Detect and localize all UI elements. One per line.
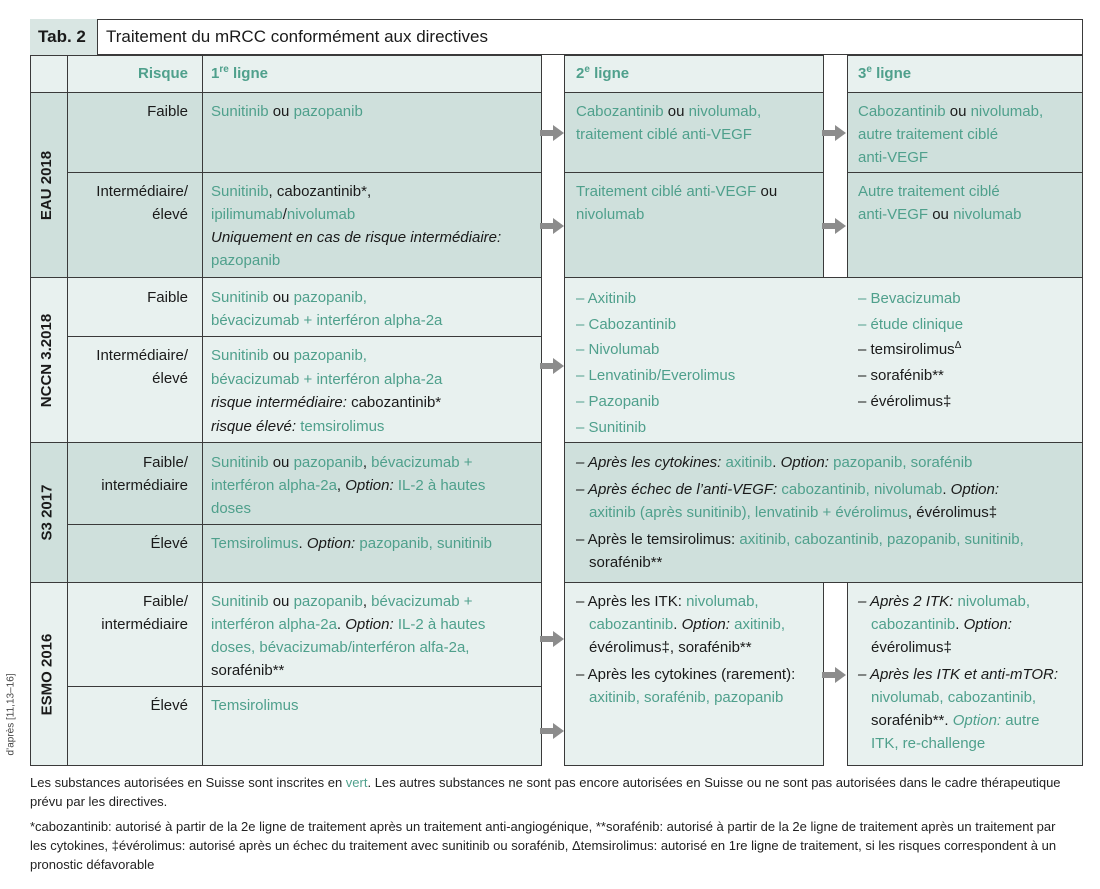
arrow-right-icon bbox=[540, 218, 564, 234]
esmo-line3-box bbox=[847, 582, 1083, 766]
group-eau-2018: EAU 2018 bbox=[38, 150, 56, 220]
arrow-right-icon bbox=[822, 667, 846, 683]
esmo-line2: – Après les ITK: nivolumab, cabozantinib… bbox=[576, 593, 796, 706]
esmo-eleve-line1: Temsirolimus bbox=[211, 697, 299, 714]
arrow-right-icon bbox=[540, 631, 564, 647]
risk-faible-nccn: Faible bbox=[147, 289, 188, 306]
arrow-right-icon bbox=[540, 125, 564, 141]
risk-eleve-esmo: Élevé bbox=[150, 697, 188, 714]
header-risk: Risque bbox=[138, 65, 189, 82]
risk-faible-intermediaire-s3: Faible/intermédiaire bbox=[101, 454, 188, 494]
eau-faible-line1: Sunitinib ou pazopanib bbox=[211, 103, 363, 120]
source-credit: d’après [11,13–16] bbox=[5, 672, 17, 756]
eau-left-box bbox=[30, 92, 542, 278]
s3-right-box bbox=[564, 442, 1083, 583]
group-esmo-2016: ESMO 2016 bbox=[38, 633, 56, 715]
eau-inter-line1: Sunitinib, cabozantinib*, ipilimumab/niv… bbox=[211, 183, 502, 269]
header-line1: 1re ligne bbox=[211, 64, 268, 83]
table-number: Tab. 2 bbox=[30, 19, 98, 55]
eau-line2-top bbox=[564, 92, 824, 173]
nccn-right-box bbox=[564, 277, 1083, 443]
table-title: Traitement du mRCC conformément aux dire… bbox=[106, 27, 489, 46]
table-title-bar bbox=[30, 19, 1083, 55]
group-s3-2017: S3 2017 bbox=[38, 484, 56, 541]
nccn-faible-line1: Sunitinib ou pazopanib, bévacizumab + in… bbox=[211, 289, 443, 329]
risk-intermediaire-eleve: Intermédiaire/élevé bbox=[96, 183, 188, 223]
nccn-line3-list: – Bevacizumab – étude clinique – temsiro… bbox=[858, 290, 964, 410]
eau-line3-top bbox=[847, 92, 1083, 173]
eau-line3-bottom bbox=[847, 172, 1083, 278]
eau-faible-line2: Cabozantinib ou nivolumab, traitement ci… bbox=[576, 103, 762, 143]
arrow-right-icon bbox=[540, 723, 564, 739]
nccn-line2-list: – Axitinib – Cabozantinib – Nivolumab – … bbox=[576, 290, 736, 436]
group-nccn-2018: NCCN 3.2018 bbox=[38, 313, 56, 407]
nccn-left-box bbox=[30, 277, 542, 443]
nccn-inter-line1: Sunitinib ou pazopanib, bévacizumab + in… bbox=[211, 347, 443, 435]
eau-faible-line3: Cabozantinib ou nivolumab, autre traitem… bbox=[858, 103, 1044, 166]
risk-faible: Faible bbox=[147, 103, 188, 120]
esmo-faible-line1: Sunitinib ou pazopanib, bévacizumab + in… bbox=[211, 593, 486, 679]
risk-intermediaire-eleve-nccn: Intermédiaire/élevé bbox=[96, 347, 188, 387]
header-line2: 2e ligne bbox=[576, 64, 630, 83]
arrow-right-icon bbox=[822, 125, 846, 141]
s3-eleve-line1: Temsirolimus. Option: pazopanib, sunitin… bbox=[211, 535, 493, 552]
footnote-approvals: *cabozantinib: autorisé à partir de la 2… bbox=[30, 819, 1057, 872]
header-line2-box bbox=[564, 55, 824, 93]
eau-inter-line3: Autre traitement ciblé anti-VEGF ou nivo… bbox=[858, 183, 1022, 223]
header-left-box bbox=[30, 55, 542, 93]
header-line3: 3e ligne bbox=[858, 64, 912, 83]
arrow-right-icon bbox=[822, 218, 846, 234]
s3-left-box bbox=[30, 442, 542, 583]
s3-faible-line1: Sunitinib ou pazopanib, bévacizumab + in… bbox=[211, 454, 486, 517]
esmo-left-box bbox=[30, 582, 542, 766]
risk-faible-intermediaire-esmo: Faible/intermédiaire bbox=[101, 593, 188, 633]
eau-line2-bottom bbox=[564, 172, 824, 278]
esmo-line3: – Après 2 ITK: nivolumab, cabozantinib. … bbox=[858, 593, 1059, 752]
risk-eleve-s3: Élevé bbox=[150, 535, 188, 552]
arrow-right-icon bbox=[540, 358, 564, 374]
esmo-line2-box bbox=[564, 582, 824, 766]
s3-line2-3: – Après les cytokines: axitinib. Option:… bbox=[576, 454, 1024, 571]
footnote-legend: Les substances autorisées en Suisse sont… bbox=[30, 775, 1061, 809]
eau-inter-line2: Traitement ciblé anti-VEGF ou nivolumab bbox=[576, 183, 778, 223]
